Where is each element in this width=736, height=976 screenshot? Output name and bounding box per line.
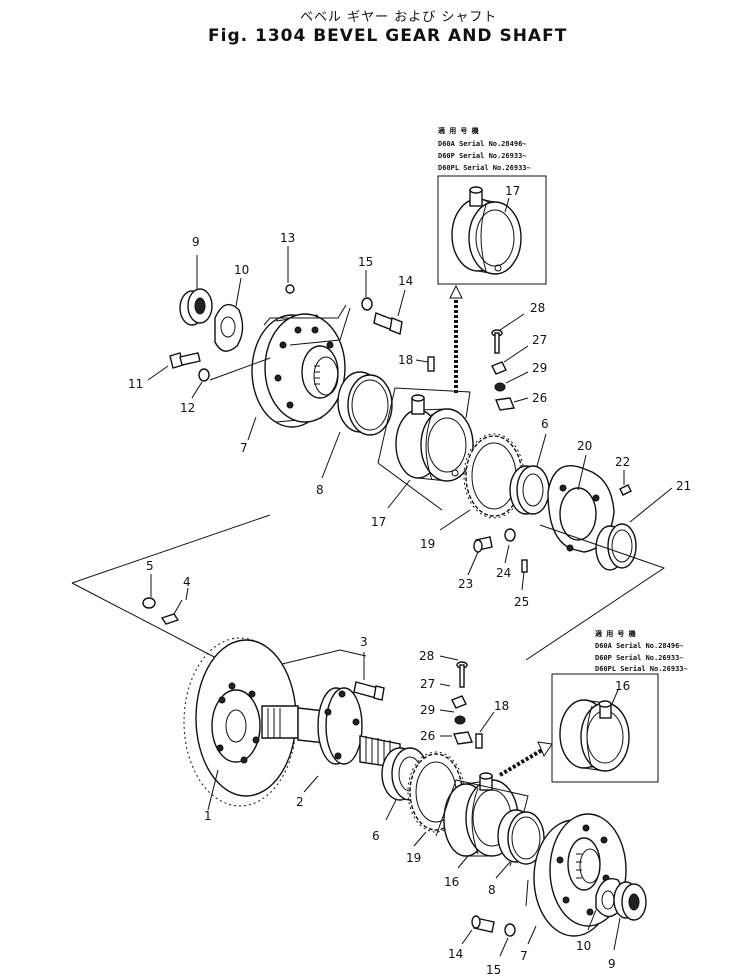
part-3-bolt: 3 [353,635,385,701]
callout-7-bot: 7 [520,949,528,963]
callout-29-bot: 29 [420,703,435,717]
part-9-bearing-bot: 9 [608,881,647,971]
callout-10-top: 10 [234,263,249,277]
callout-20: 20 [577,439,592,453]
callout-28-top: 28 [530,301,545,315]
callout-18-top: 18 [398,353,413,367]
part-26-plate-top: 26 [495,391,547,411]
callout-15-bot: 15 [486,963,501,976]
part-29-washer-top: 29 [494,361,547,392]
callout-27-bot: 27 [420,677,435,691]
callout-13: 13 [280,231,295,245]
part-1-bevel-gear: 1 [183,637,297,823]
lower-inset-box: 16 [551,673,659,783]
callout-14-bot: 14 [448,947,463,961]
callout-28-bot: 28 [419,649,434,663]
lower-note-header: 適 用 号 機 [595,629,636,638]
callout-19-bot: 19 [406,851,421,865]
upper-note-line-1: D60A Serial No.28496~ [438,140,527,148]
callout-26-top: 26 [532,391,547,405]
part-15-washer-top: 15 [358,255,373,311]
part-18-pin-top: 18 [398,353,435,372]
callout-10-bot: 10 [576,939,591,953]
callout-11: 11 [128,377,143,391]
part-27-lock-bot: 27 [420,677,467,709]
callout-15-top: 15 [358,255,373,269]
lower-note-line-2: D60P Serial No.26933~ [595,654,684,662]
part-8-rings-top: 8 [316,371,393,497]
part-28-bolt-bot: 28 [419,649,468,688]
part-18-pin-bot: 18 [475,699,509,749]
part-25-pin: 25 [514,559,529,609]
part-27-lock-top: 27 [491,333,547,375]
part-12-washer: 12 [180,368,210,415]
upper-bracket-line [525,524,666,661]
callout-29-top: 29 [532,361,547,375]
callout-17: 17 [371,515,386,529]
part-14-bolt-bot: 14 [448,915,495,961]
callout-8-bot: 8 [488,883,496,897]
part-4-lock: 4 [160,575,191,625]
callout-22: 22 [615,455,630,469]
callout-27-top: 27 [532,333,547,347]
lower-note-line-3: D60PL Serial No.26933~ [595,665,688,673]
figure-subtitle-jp: ベベル ギヤー および シャフト [300,10,498,25]
callout-21: 21 [676,479,691,493]
figure-title: Fig. 1304 BEVEL GEAR AND SHAFT [208,26,568,46]
callout-6-top: 6 [541,417,549,431]
callout-8-top: 8 [316,483,324,497]
part-16-collar: 16 [435,772,529,889]
part-23-bolt: 23 [458,536,493,591]
part-11-bolt: 11 [128,352,201,391]
callout-23: 23 [458,577,473,591]
upper-inset-arrow [449,284,463,395]
callout-9-top: 9 [192,235,200,249]
upper-note-line-3: D60PL Serial No.26933~ [438,164,531,172]
part-17-collar: 17 [371,387,474,529]
part-20-cage: 20 [547,439,615,553]
callout-9-bot: 9 [608,957,616,971]
callout-6-bot: 6 [372,829,380,843]
callout-12: 12 [180,401,195,415]
upper-serial-note: 適 用 号 機 D60A Serial No.28496~ D60P Seria… [438,126,531,172]
part-7-flange-top: 7 [209,304,351,455]
callout-4: 4 [183,575,191,589]
callout-17-box: 17 [505,184,520,198]
part-15-washer-bot: 15 [486,923,516,976]
callout-14-top: 14 [398,274,413,288]
part-13-plug: 13 [280,231,295,294]
lower-serial-note: 適 用 号 機 D60A Serial No.28496~ D60P Seria… [595,629,688,673]
callout-25: 25 [514,595,529,609]
callout-16: 16 [444,875,459,889]
callout-26-bot: 26 [420,729,435,743]
part-10-plate-top: 10 [214,263,249,352]
part-14-bolt-top: 14 [373,274,413,335]
lower-bracket-line-2 [525,879,529,907]
part-21-cup: 21 [595,479,691,571]
callout-5: 5 [146,559,154,573]
part-28-bolt-top: 28 [491,301,545,354]
callout-7-top: 7 [240,441,248,455]
part-9-bearing-top: 9 [179,235,213,326]
upper-note-header: 適 用 号 機 [438,126,479,135]
callout-24: 24 [496,566,511,580]
part-5-nut: 5 [142,559,156,609]
callout-2: 2 [296,795,304,809]
part-24-washer: 24 [496,528,516,580]
callout-1: 1 [204,809,212,823]
lower-bracket-lines [71,514,367,666]
part-22-pin: 22 [615,455,632,496]
callout-3: 3 [360,635,368,649]
callout-18-bot: 18 [494,699,509,713]
part-26-plate-bot: 26 [420,729,473,745]
upper-note-line-2: D60P Serial No.26933~ [438,152,527,160]
upper-inset-box: 17 [437,175,547,285]
part-8-rings-bot: 8 [488,809,545,897]
lower-note-line-1: D60A Serial No.28496~ [595,642,684,650]
part-29-washer-bot: 29 [420,703,466,725]
lower-inset-arrow [498,741,553,777]
callout-19-top: 19 [420,537,435,551]
callout-16-box: 16 [615,679,630,693]
